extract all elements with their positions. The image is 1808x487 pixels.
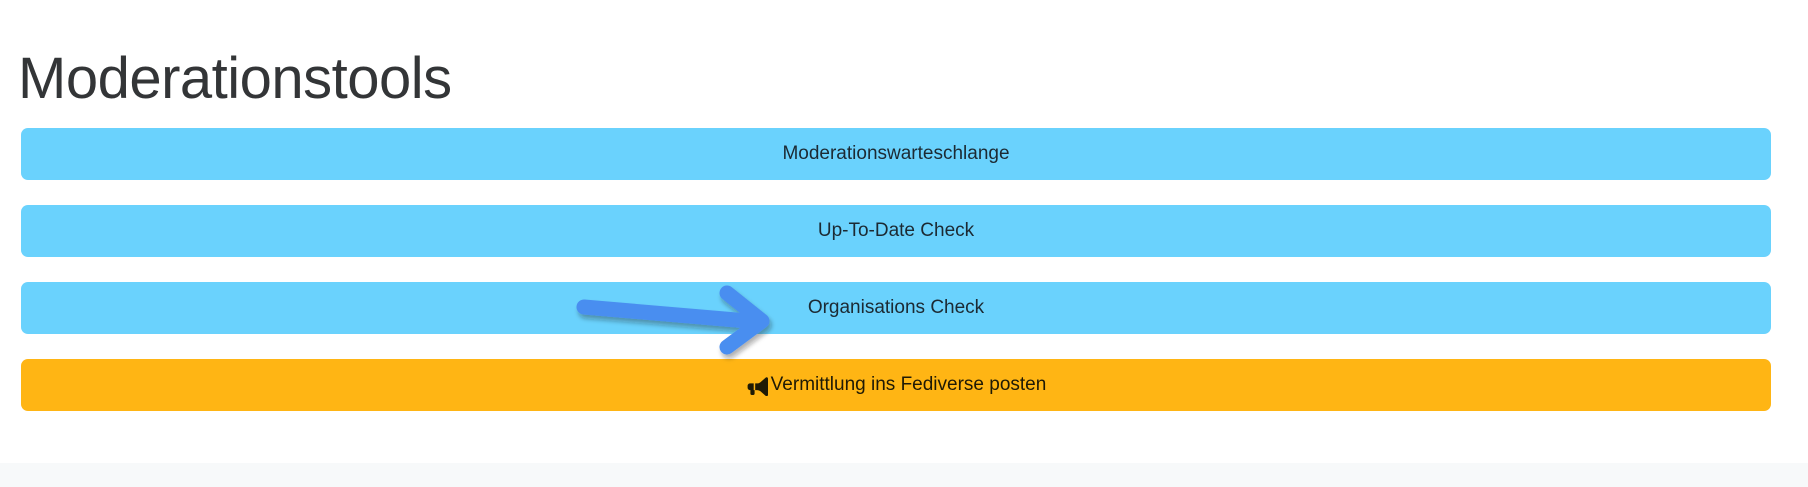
organisations-check-button-label: Organisations Check	[807, 297, 985, 318]
post-to-fediverse-button-label: Vermittlung ins Fediverse posten	[770, 374, 1047, 395]
moderation-tools-button-list: Moderationswarteschlange Up-To-Date Chec…	[21, 128, 1771, 411]
footer-bar	[0, 463, 1808, 487]
up-to-date-check-button-label: Up-To-Date Check	[817, 220, 975, 241]
post-to-fediverse-button[interactable]: Vermittlung ins Fediverse posten	[21, 359, 1771, 411]
organisations-check-button[interactable]: Organisations Check	[21, 282, 1771, 334]
up-to-date-check-button[interactable]: Up-To-Date Check	[21, 205, 1771, 257]
page-title: Moderationstools	[18, 45, 452, 111]
moderation-queue-button-label: Moderationswarteschlange	[782, 143, 1010, 164]
bullhorn-icon	[746, 376, 770, 396]
moderation-queue-button[interactable]: Moderationswarteschlange	[21, 128, 1771, 180]
